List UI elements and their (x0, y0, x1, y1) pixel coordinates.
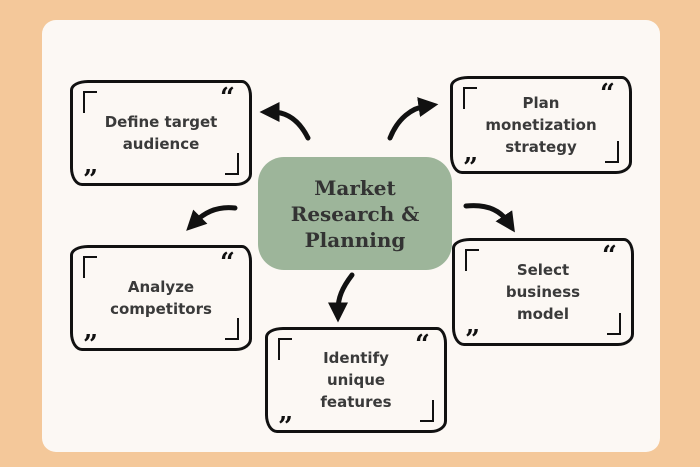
node-label: Analyze competitors (110, 278, 212, 318)
close-quote-icon: ” (278, 412, 293, 442)
node-label: Select business model (505, 261, 581, 323)
open-quote-icon: “ (415, 330, 430, 360)
open-quote-icon: “ (220, 248, 235, 278)
arrow-to-select (463, 203, 515, 233)
node-analyze-competitors: “ ” Analyze competitors (70, 245, 252, 358)
open-quote-icon: “ (602, 241, 617, 271)
central-topic-label: Market Research & Planning (290, 175, 420, 252)
close-quote-icon: ” (83, 330, 98, 360)
central-topic: Market Research & Planning (258, 157, 452, 270)
node-label: Identify unique features (320, 349, 392, 411)
node-label: Plan monetization strategy (485, 94, 597, 156)
node-identify-unique-features: “ ” Identify unique features (265, 327, 447, 440)
close-quote-icon: ” (465, 325, 480, 355)
corner-bracket (225, 318, 239, 340)
arrow-to-analyze (186, 205, 238, 231)
corner-bracket (607, 313, 621, 335)
node-define-target-audience: “ ” Define target audience (70, 80, 252, 193)
arrow-to-plan (387, 97, 439, 141)
corner-bracket (83, 91, 97, 113)
corner-bracket (465, 249, 479, 271)
close-quote-icon: ” (83, 165, 98, 195)
node-select-business-model: “ ” Select business model (452, 238, 634, 353)
corner-bracket (463, 87, 477, 109)
corner-bracket (605, 141, 619, 163)
corner-bracket (225, 153, 239, 175)
open-quote-icon: “ (600, 79, 615, 109)
close-quote-icon: ” (463, 153, 478, 183)
node-label: Define target audience (104, 113, 218, 153)
corner-bracket (278, 338, 292, 360)
arrow-to-define (259, 102, 311, 141)
corner-bracket (83, 256, 97, 278)
corner-bracket (420, 400, 434, 422)
arrow-to-identify (328, 272, 355, 323)
open-quote-icon: “ (220, 83, 235, 113)
node-plan-monetization: “ ” Plan monetization strategy (450, 76, 632, 181)
